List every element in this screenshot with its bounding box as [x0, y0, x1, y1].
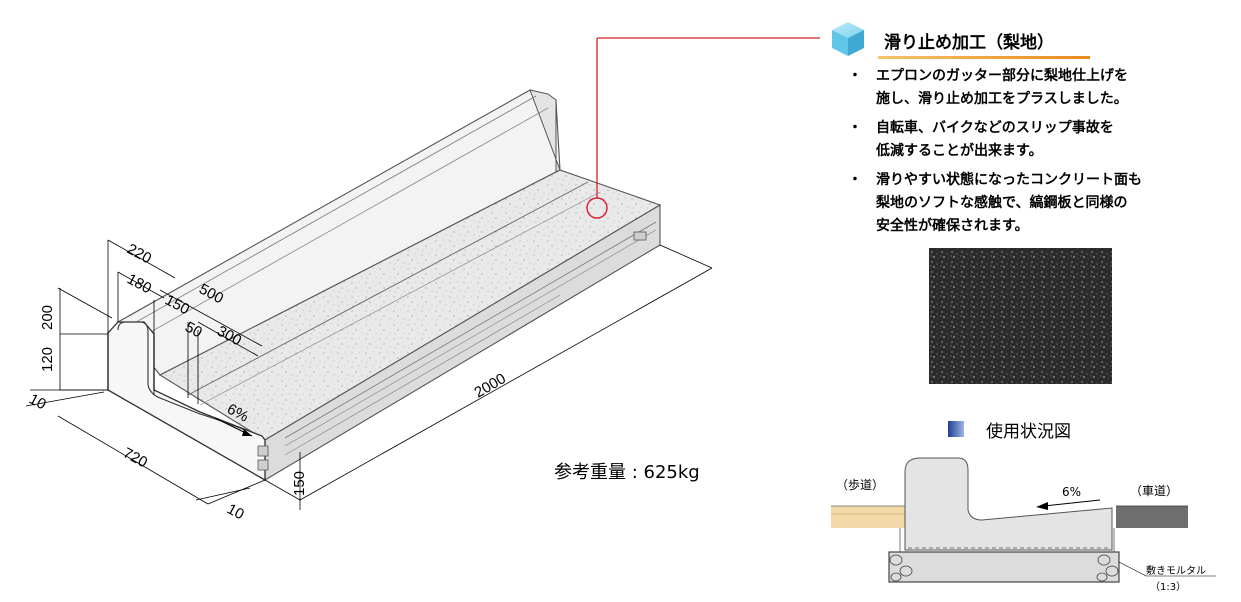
gutter-block-drawing: 220 180 500 150 50 300 200 120 10 720 10…: [25, 37, 820, 524]
dim-150-side: 150: [291, 471, 308, 496]
bullet-2-line-2: 低減することが出来ます。: [875, 142, 1043, 159]
mortar-base: [888, 551, 1120, 583]
usage-slope-label: 6%: [1062, 485, 1081, 499]
roadway-label: （車道）: [1130, 484, 1178, 498]
dim-10-bottom: 10: [224, 501, 247, 524]
sidewalk-label: （歩道）: [836, 477, 884, 492]
dim-120: 120: [39, 347, 56, 372]
bullet-mark-2: ・: [848, 120, 862, 136]
bullet-1-line-2: 施し、滑り止め加工をプラスしました。: [876, 90, 1128, 107]
bullet-3-line-1: 滑りやすい状態になったコンクリート面も: [876, 171, 1142, 188]
usage-diagram: 使用状況図 6% （歩道） （車道） 敷きモルタル （1:3）: [831, 421, 1216, 593]
roadway-asphalt: [1116, 506, 1188, 528]
dim-180: 180: [124, 271, 154, 298]
sidewalk-paving: [831, 506, 905, 528]
dim-50: 50: [182, 319, 205, 342]
dim-2000: 2000: [472, 370, 509, 401]
callout-circle: [586, 197, 608, 219]
bullet-2-line-1: 自転車、バイクなどのスリップ事故を: [876, 119, 1114, 136]
cube-icon: [832, 22, 864, 56]
section-square-icon: [948, 421, 964, 437]
feature-panel: 滑り止め加工（梨地） ・ エプロンのガッター部分に梨地仕上げを 施し、滑り止め加…: [832, 22, 1142, 384]
mortar-label: 敷きモルタル: [1146, 564, 1206, 577]
usage-block-section: [904, 457, 1113, 551]
reference-weight: 参考重量 : 625kg: [554, 462, 700, 483]
dim-200: 200: [39, 305, 56, 330]
usage-title: 使用状況図: [986, 421, 1071, 442]
dim-10-left: 10: [26, 391, 49, 414]
feature-title: 滑り止め加工（梨地）: [884, 32, 1054, 53]
mortar-ratio: （1:3）: [1150, 581, 1186, 593]
texture-photo: [929, 248, 1112, 384]
bullet-3-line-3: 安全性が確保されます。: [876, 217, 1029, 234]
bullet-mark-3: ・: [848, 172, 862, 188]
title-underline: [878, 56, 1090, 59]
bullet-3-line-2: 梨地のソフトな感触で、縞鋼板と同様の: [875, 194, 1127, 211]
bullet-1-line-1: エプロンのガッター部分に梨地仕上げを: [876, 67, 1128, 84]
bullet-mark-1: ・: [848, 68, 862, 84]
